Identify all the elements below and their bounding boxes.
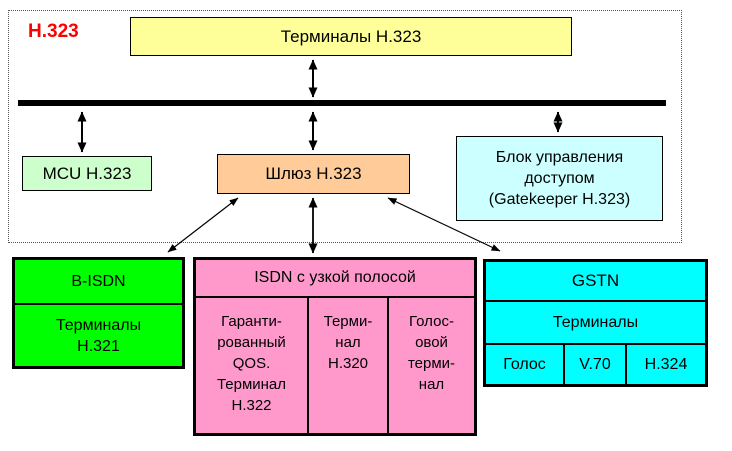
bisdn-box: B-ISDN Терминалы H.321 bbox=[12, 257, 185, 369]
bisdn-terminal-cell: Терминалы H.321 bbox=[15, 305, 182, 366]
isdn-col-h320: Терми- нал H.320 bbox=[309, 298, 389, 433]
isdn-col3-line: овой bbox=[415, 334, 448, 351]
gstn-subheader: Терминалы bbox=[486, 302, 705, 345]
gatekeeper-box: Блок управления доступом (Gatekeeper H.3… bbox=[456, 136, 663, 221]
isdn-col1-line: Терминал bbox=[216, 376, 287, 393]
h323-zone-label: H.323 bbox=[28, 19, 118, 45]
gstn-box: GSTN Терминалы Голос V.70 H.324 bbox=[483, 259, 708, 387]
gateway-h323-box: Шлюз H.323 bbox=[217, 154, 410, 194]
h323-zone-frame bbox=[8, 10, 682, 243]
isdn-col1-line: QOS. bbox=[232, 355, 271, 372]
isdn-col3-line: нал bbox=[418, 376, 445, 393]
isdn-col2-line: Терми- bbox=[323, 313, 373, 330]
isdn-box: ISDN с узкой полосой Гаранти- рованный Q… bbox=[193, 257, 477, 436]
bisdn-terminal-line2: H.321 bbox=[77, 337, 120, 355]
gstn-header: GSTN bbox=[486, 262, 705, 302]
isdn-col1-line: H.322 bbox=[231, 397, 272, 414]
bisdn-header: B-ISDN bbox=[15, 260, 182, 305]
isdn-col-voice: Голос- овой терми- нал bbox=[389, 298, 474, 433]
gatekeeper-line2: доступом bbox=[524, 170, 595, 187]
isdn-header: ISDN с узкой полосой bbox=[196, 260, 474, 298]
isdn-columns: Гаранти- рованный QOS. Терминал H.322 Те… bbox=[196, 298, 474, 433]
gatekeeper-line3: (Gatekeeper H.323) bbox=[488, 191, 631, 208]
isdn-col3-line: терми- bbox=[407, 355, 456, 372]
isdn-col-h322: Гаранти- рованный QOS. Терминал H.322 bbox=[196, 298, 309, 433]
mcu-h323-box: MCU H.323 bbox=[22, 156, 152, 191]
bisdn-terminal-line1: Терминалы bbox=[55, 316, 142, 334]
gstn-cell-v70: V.70 bbox=[565, 345, 627, 384]
isdn-col3-line: Голос- bbox=[409, 313, 454, 330]
terminals-h323-box: Терминалы H.323 bbox=[130, 17, 572, 56]
isdn-col2-line: H.320 bbox=[327, 355, 369, 372]
gstn-cell-voice: Голос bbox=[486, 345, 565, 384]
isdn-col2-line: нал bbox=[335, 334, 361, 351]
gstn-cell-h324: H.324 bbox=[644, 355, 688, 373]
isdn-col1-line: рованный bbox=[217, 334, 286, 351]
isdn-col1-line: Гаранти- bbox=[221, 313, 282, 330]
gstn-cells: Голос V.70 H.324 bbox=[486, 345, 705, 384]
gatekeeper-line1: Блок управления bbox=[495, 149, 624, 166]
